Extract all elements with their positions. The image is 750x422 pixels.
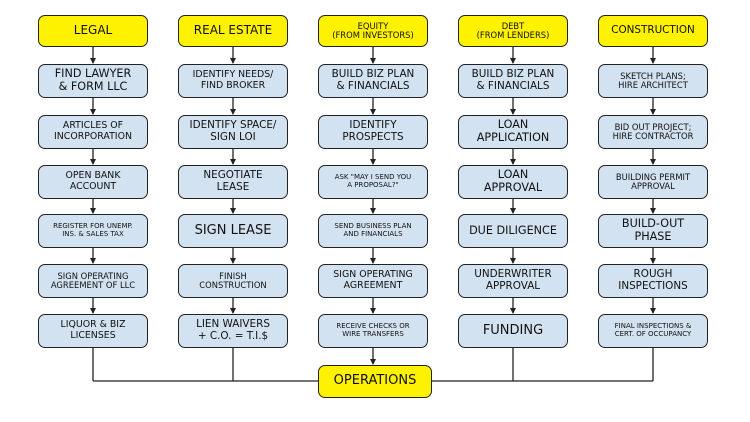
step-identify-prospects: IDENTIFY PROSPECTS	[318, 115, 428, 149]
header-debt: DEBT (FROM LENDERS)	[458, 15, 568, 47]
step-equity-build-biz-plan: BUILD BIZ PLAN & FINANCIALS	[318, 64, 428, 98]
header-real-estate: REAL ESTATE	[178, 15, 288, 47]
step-articles-of-incorporation: ARTICLES OF INCORPORATION	[38, 115, 148, 149]
step-equity-sign-operating-agreement: SIGN OPERATING AGREEMENT	[318, 264, 428, 298]
step-send-business-plan: SEND BUSINESS PLAN AND FINANCIALS	[318, 214, 428, 248]
step-liquor-biz-licenses: LIQUOR & BIZ LICENSES	[38, 314, 148, 348]
step-debt-build-biz-plan: BUILD BIZ PLAN & FINANCIALS	[458, 64, 568, 98]
step-finish-construction: FINISH CONSTRUCTION	[178, 264, 288, 298]
step-loan-approval: LOAN APPROVAL	[458, 165, 568, 199]
step-rough-inspections: ROUGH INSPECTIONS	[598, 264, 708, 298]
step-register-unemployment-tax: REGISTER FOR UNEMP. INS. & SALES TAX	[38, 214, 148, 248]
step-open-bank-account: OPEN BANK ACCOUNT	[38, 165, 148, 199]
step-find-lawyer: FIND LAWYER & FORM LLC	[38, 64, 148, 98]
step-lien-waivers: LIEN WAIVERS + C.O. = T.I.$	[178, 314, 288, 348]
step-sign-lease: SIGN LEASE	[178, 214, 288, 248]
step-building-permit: BUILDING PERMIT APPROVAL	[598, 165, 708, 199]
step-final-inspections: FINAL INSPECTIONS & CERT. OF OCCUPANCY	[598, 314, 708, 348]
step-build-out-phase: BUILD-OUT PHASE	[598, 214, 708, 248]
step-loan-application: LOAN APPLICATION	[458, 115, 568, 149]
step-ask-send-proposal: ASK "MAY I SEND YOU A PROPOSAL?"	[318, 165, 428, 199]
header-equity: EQUITY (FROM INVESTORS)	[318, 15, 428, 47]
step-identify-needs: IDENTIFY NEEDS/ FIND BROKER	[178, 64, 288, 98]
header-construction: CONSTRUCTION	[598, 15, 708, 47]
header-legal: LEGAL	[38, 15, 148, 47]
step-identify-space: IDENTIFY SPACE/ SIGN LOI	[178, 115, 288, 149]
step-underwriter-approval: UNDERWRITER APPROVAL	[458, 264, 568, 298]
step-due-diligence: DUE DILIGENCE	[458, 214, 568, 248]
step-sign-operating-agreement-llc: SIGN OPERATING AGREEMENT OF LLC	[38, 264, 148, 298]
step-funding: FUNDING	[458, 314, 568, 348]
step-receive-checks: RECEIVE CHECKS OR WIRE TRANSFERS	[318, 314, 428, 348]
step-bid-out-project: BID OUT PROJECT; HIRE CONTRACTOR	[598, 115, 708, 149]
step-negotiate-lease: NEGOTIATE LEASE	[178, 165, 288, 199]
operations-node: OPERATIONS	[318, 365, 432, 398]
step-sketch-plans: SKETCH PLANS; HIRE ARCHITECT	[598, 64, 708, 98]
